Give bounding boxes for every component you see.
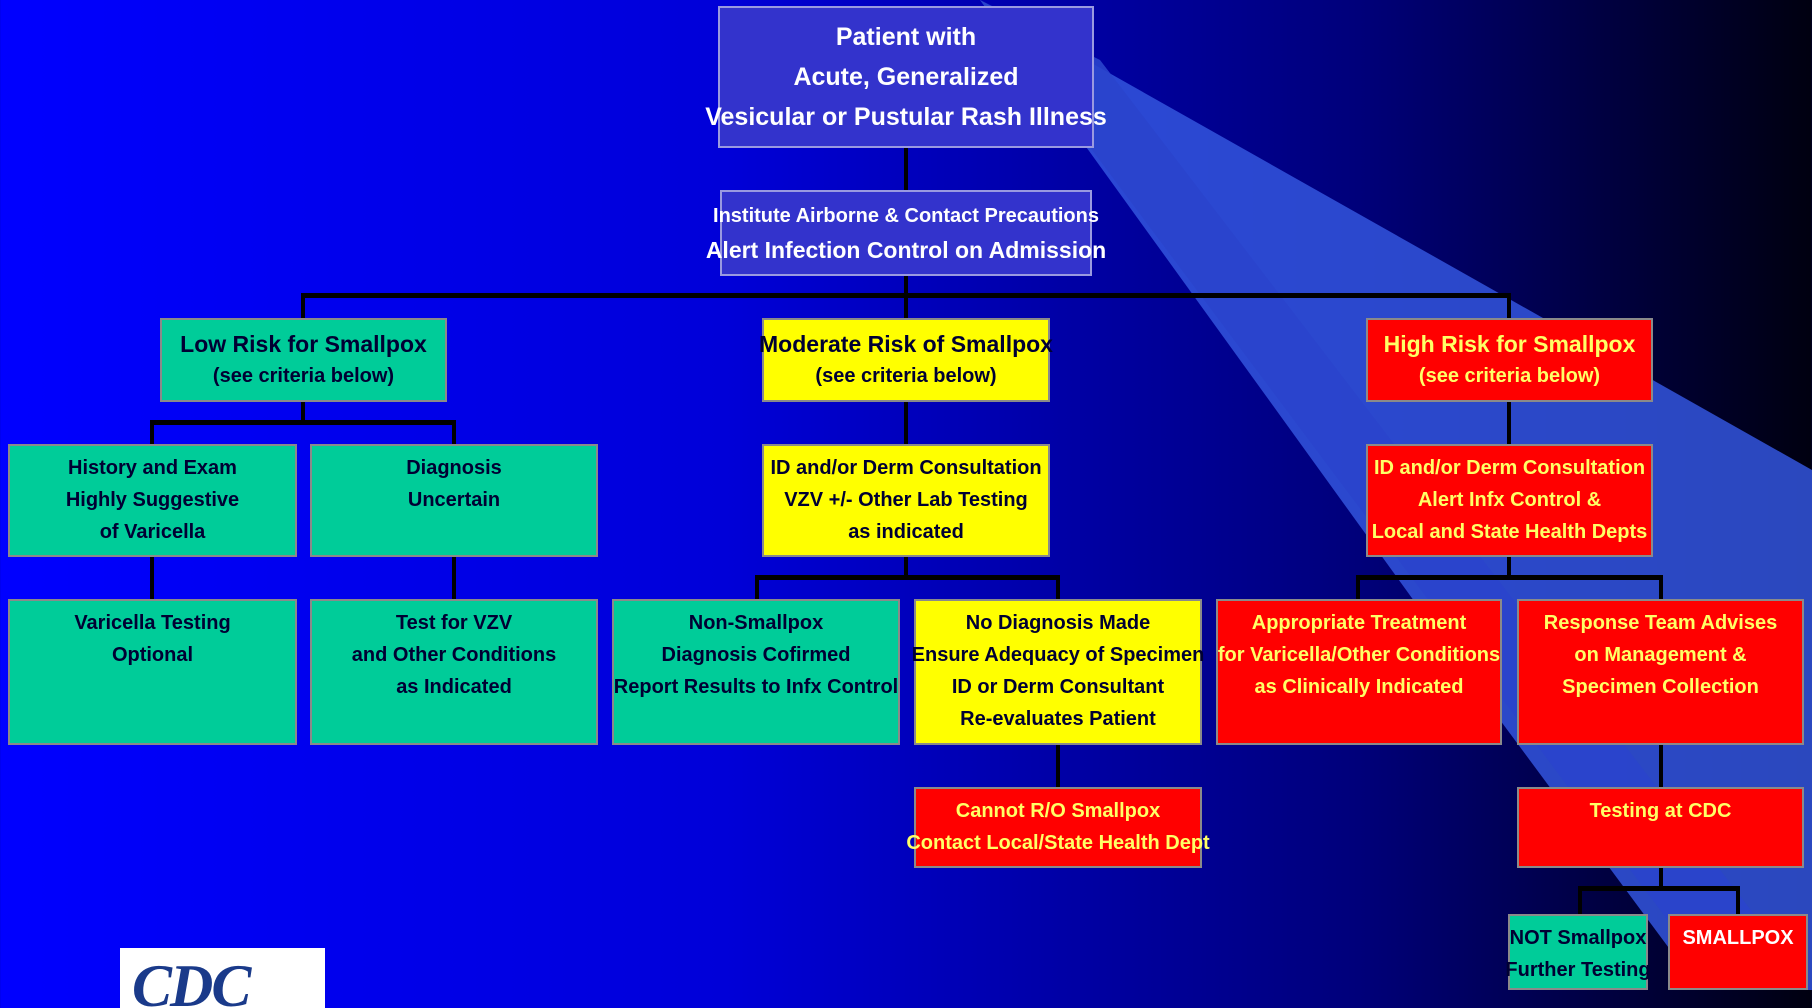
box-line: Cannot R/O Smallpox bbox=[955, 800, 1161, 822]
not-smallpox-box: NOT Smallpox Further Testing bbox=[1505, 914, 1651, 990]
appropriate-treatment-box: Appropriate Treatment for Varicella/Othe… bbox=[1216, 599, 1502, 745]
connector bbox=[452, 557, 456, 599]
box-line: NOT Smallpox bbox=[1509, 927, 1647, 949]
connector bbox=[1659, 868, 1663, 888]
box-line: Report Results to Infx Control bbox=[613, 676, 899, 698]
box-line: ID and/or Derm Consultation bbox=[770, 457, 1042, 479]
connector bbox=[1507, 557, 1511, 577]
connector bbox=[904, 148, 908, 190]
high-consult-box: ID and/or Derm Consultation Alert Infx C… bbox=[1366, 444, 1653, 557]
moderate-risk-header-box: Moderate Risk of Smallpox (see criteria … bbox=[759, 318, 1053, 402]
box-line: Highly Suggestive bbox=[65, 489, 240, 511]
box-line: Specimen Collection bbox=[1562, 676, 1759, 698]
box-line: Appropriate Treatment bbox=[1251, 612, 1467, 634]
box-line: Acute, Generalized bbox=[793, 63, 1019, 91]
box-line: Contact Local/State Health Dept bbox=[906, 832, 1210, 854]
connector bbox=[452, 420, 456, 444]
response-team-box: Response Team Advises on Management & Sp… bbox=[1517, 599, 1804, 745]
smallpox-box: SMALLPOX bbox=[1668, 914, 1808, 990]
start-patient-box: Patient with Acute, Generalized Vesicula… bbox=[705, 6, 1107, 148]
no-diagnosis-box: No Diagnosis Made Ensure Adequacy of Spe… bbox=[911, 599, 1205, 745]
connector bbox=[1356, 575, 1663, 580]
box-line: (see criteria below) bbox=[212, 365, 395, 387]
connector bbox=[755, 575, 1060, 580]
box-line: SMALLPOX bbox=[1682, 927, 1794, 949]
diagnosis-uncertain-box: Diagnosis Uncertain bbox=[310, 444, 598, 557]
box-line: ID or Derm Consultant bbox=[951, 676, 1165, 698]
box-line: for Varicella/Other Conditions bbox=[1217, 644, 1501, 666]
connector bbox=[1056, 745, 1060, 787]
box-line: Optional bbox=[111, 644, 194, 666]
non-smallpox-box: Non-Smallpox Diagnosis Cofirmed Report R… bbox=[612, 599, 900, 745]
box-line: Institute Airborne & Contact Precautions bbox=[713, 205, 1099, 227]
box-line: Diagnosis bbox=[406, 457, 502, 479]
precautions-box: Institute Airborne & Contact Precautions… bbox=[706, 190, 1106, 276]
box-line: Uncertain bbox=[407, 489, 501, 511]
varicella-testing-box: Varicella Testing Optional bbox=[8, 599, 297, 745]
box-line: ID and/or Derm Consultation bbox=[1373, 457, 1646, 479]
connector bbox=[1507, 402, 1511, 444]
connector bbox=[904, 557, 908, 577]
box-line: as indicated bbox=[848, 521, 964, 543]
box-line: Re-evaluates Patient bbox=[960, 708, 1156, 730]
connector bbox=[755, 575, 759, 599]
box-line: Diagnosis Cofirmed bbox=[661, 644, 851, 666]
box-line: Test for VZV bbox=[395, 612, 513, 634]
box-line: Vesicular or Pustular Rash Illness bbox=[705, 103, 1107, 131]
connector bbox=[1578, 886, 1740, 891]
box-line: and Other Conditions bbox=[351, 644, 557, 666]
box-line: Alert Infection Control on Admission bbox=[705, 237, 1107, 263]
history-exam-box: History and Exam Highly Suggestive of Va… bbox=[8, 444, 297, 557]
cdc-logo-text: CDC bbox=[132, 953, 251, 1008]
connector bbox=[1356, 575, 1360, 599]
box-line: Local and State Health Depts bbox=[1371, 521, 1648, 543]
cdc-logo: CDC bbox=[120, 948, 325, 1008]
high-risk-header-box: High Risk for Smallpox (see criteria bel… bbox=[1366, 318, 1653, 402]
box-line: Varicella Testing bbox=[74, 612, 231, 634]
box-line: of Varicella bbox=[99, 521, 206, 543]
box-line: Low Risk for Smallpox bbox=[180, 331, 427, 357]
box-line: Moderate Risk of Smallpox bbox=[759, 331, 1053, 357]
connector bbox=[150, 420, 456, 425]
box-line: on Management & bbox=[1574, 644, 1747, 666]
box-line: VZV +/- Other Lab Testing bbox=[784, 489, 1028, 511]
box-line: as Indicated bbox=[396, 676, 512, 698]
connector bbox=[1056, 575, 1060, 599]
box-line: No Diagnosis Made bbox=[965, 612, 1151, 634]
box-line: Patient with bbox=[835, 23, 977, 51]
testing-at-cdc-box: Testing at CDC bbox=[1517, 787, 1804, 868]
connector bbox=[301, 293, 1511, 298]
connector bbox=[904, 402, 908, 444]
box-line: Response Team Advises bbox=[1543, 612, 1778, 634]
connector bbox=[150, 557, 154, 599]
box-line: Non-Smallpox bbox=[688, 612, 824, 634]
connector bbox=[1507, 293, 1511, 318]
connector bbox=[301, 293, 305, 318]
box-line: History and Exam bbox=[68, 457, 237, 479]
moderate-consult-box: ID and/or Derm Consultation VZV +/- Othe… bbox=[762, 444, 1050, 557]
box-line: Alert Infx Control & bbox=[1417, 489, 1602, 511]
connector bbox=[1736, 886, 1740, 914]
cannot-ro-smallpox-box: Cannot R/O Smallpox Contact Local/State … bbox=[906, 787, 1210, 868]
connector bbox=[1659, 745, 1663, 787]
test-vzv-box: Test for VZV and Other Conditions as Ind… bbox=[310, 599, 598, 745]
box-line: as Clinically Indicated bbox=[1254, 676, 1464, 698]
connector bbox=[1659, 575, 1663, 599]
low-risk-header-box: Low Risk for Smallpox (see criteria belo… bbox=[160, 318, 447, 402]
box-line: (see criteria below) bbox=[1418, 365, 1601, 387]
box-line: Ensure Adequacy of Specimen bbox=[911, 644, 1205, 666]
box-line: Testing at CDC bbox=[1589, 800, 1732, 822]
box-line: High Risk for Smallpox bbox=[1383, 331, 1636, 357]
box-line: Further Testing bbox=[1505, 959, 1651, 981]
connector bbox=[150, 420, 154, 444]
connector bbox=[301, 402, 305, 422]
connector bbox=[1578, 886, 1582, 914]
box-line: (see criteria below) bbox=[815, 365, 997, 387]
